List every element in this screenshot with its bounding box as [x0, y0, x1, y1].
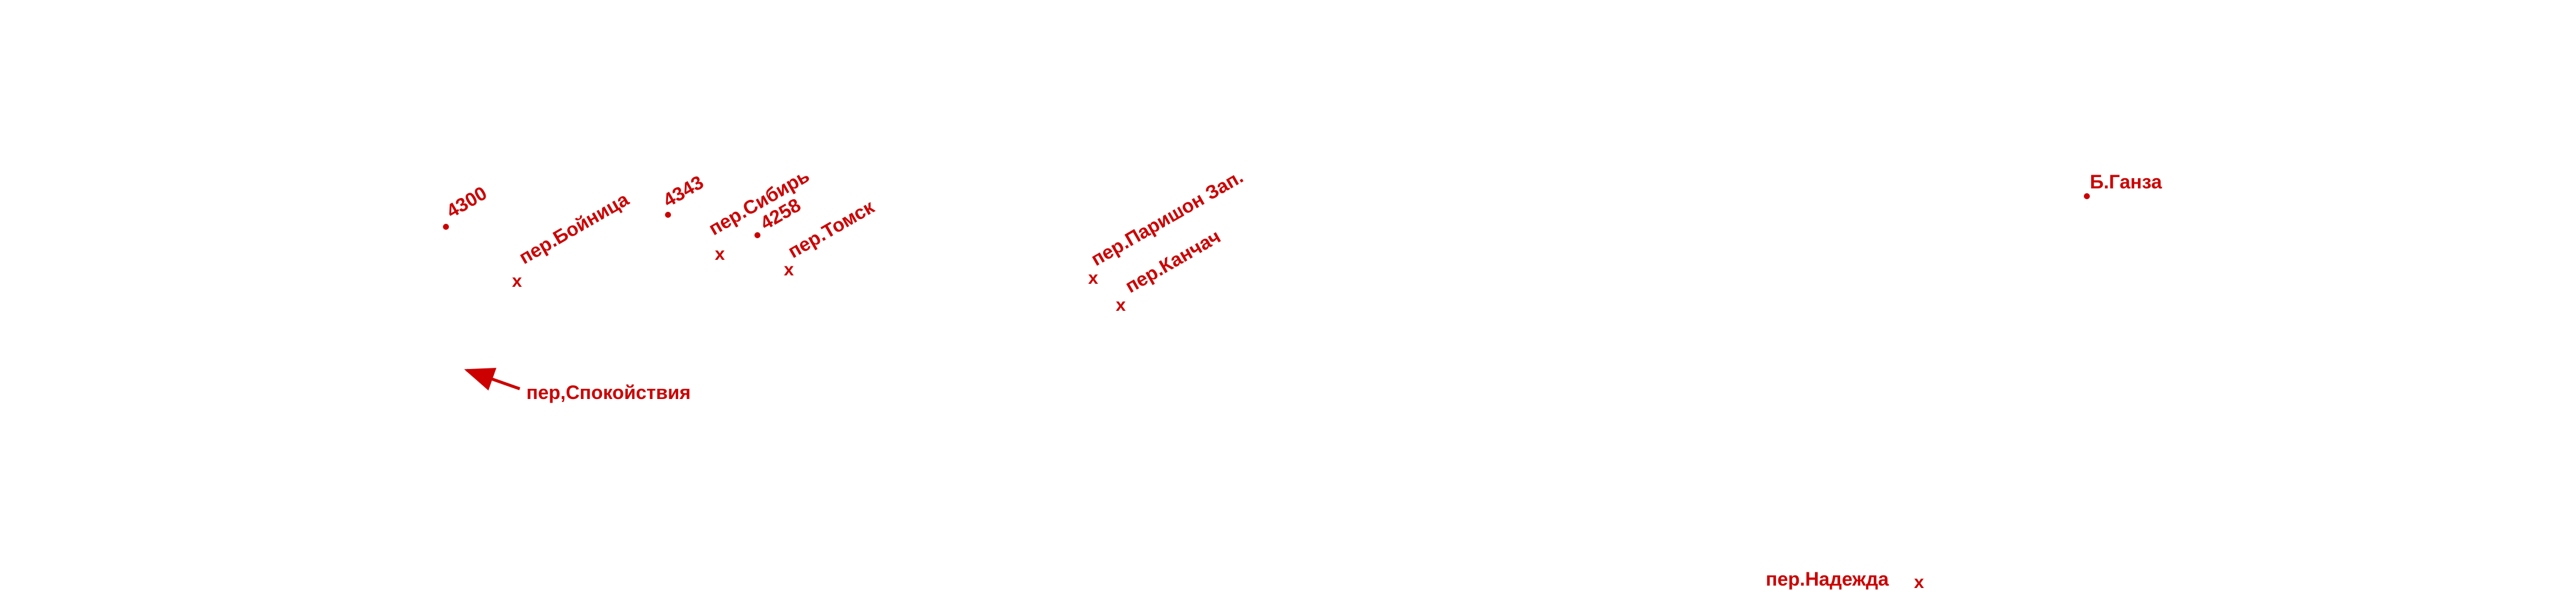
ganza-label: Б.Ганза — [2090, 171, 2162, 193]
pass-nadezhda-marker: x — [1914, 572, 1924, 592]
pass-boinitsa-marker: x — [512, 271, 522, 291]
summit-4343-label: 4343 — [660, 171, 708, 211]
summit-4343-dot — [665, 212, 671, 218]
summit-4300-label: 4300 — [443, 182, 491, 222]
pass-spokoistviya-label: пер,Спокойствия — [526, 382, 691, 403]
pass-nadezhda-label: пер.Надежда — [1766, 568, 1889, 590]
pass-tomsk-marker: x — [784, 260, 794, 280]
pass-parishon-marker: x — [1088, 268, 1098, 288]
pass-kanchach-marker: x — [1116, 295, 1126, 315]
summit-4300-dot — [443, 224, 449, 230]
pass-boinitsa-label: пер.Бойница — [516, 188, 633, 268]
ganza-dot — [2084, 193, 2090, 199]
summit-4258-dot — [754, 232, 760, 238]
pass-sibir-marker: x — [715, 244, 725, 264]
pass-spokoistviya-arrow — [464, 368, 520, 391]
